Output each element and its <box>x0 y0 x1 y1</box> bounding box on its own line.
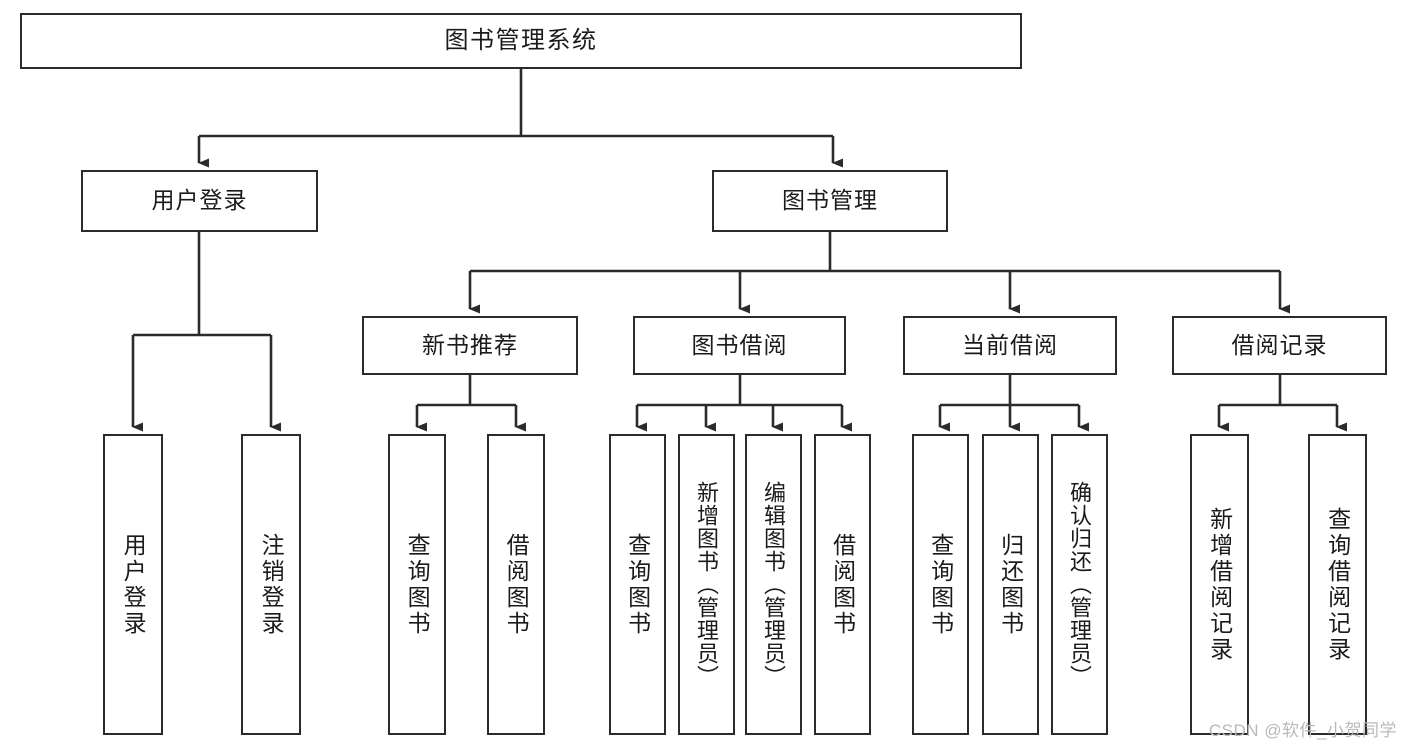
node-user-login-label: 用户登录 <box>151 187 248 214</box>
node-leaf-user-login[interactable]: 用户登录 <box>103 434 163 735</box>
node-leaf-borrow-book-1[interactable]: 借阅图书 <box>487 434 545 735</box>
node-leaf-query-book-3[interactable]: 查询图书 <box>912 434 969 735</box>
node-leaf-confirm-return-admin[interactable]: 确认归还（管理员） <box>1051 434 1108 735</box>
node-root-label: 图书管理系统 <box>444 26 598 54</box>
node-leaf-borrow-book-1-label: 借阅图书 <box>503 532 530 637</box>
node-current-borrow-label: 当前借阅 <box>962 331 1058 358</box>
node-leaf-query-book-3-label: 查询图书 <box>927 532 954 637</box>
node-leaf-query-book-1[interactable]: 查询图书 <box>388 434 446 735</box>
node-leaf-add-book-admin-label: 新增图书（管理员） <box>694 481 720 688</box>
node-leaf-query-book-1-label: 查询图书 <box>404 532 431 637</box>
node-borrow-record[interactable]: 借阅记录 <box>1172 316 1387 375</box>
node-leaf-user-login-label: 用户登录 <box>120 532 147 637</box>
node-current-borrow[interactable]: 当前借阅 <box>903 316 1117 375</box>
node-leaf-query-book-2[interactable]: 查询图书 <box>609 434 666 735</box>
node-leaf-query-borrow-record[interactable]: 查询借阅记录 <box>1308 434 1367 735</box>
node-leaf-logout-label: 注销登录 <box>258 532 285 637</box>
node-leaf-query-book-2-label: 查询图书 <box>624 532 651 637</box>
node-book-borrow-label: 图书借阅 <box>691 331 788 358</box>
node-leaf-return-book-label: 归还图书 <box>997 532 1024 637</box>
node-leaf-edit-book-admin[interactable]: 编辑图书（管理员） <box>745 434 802 735</box>
node-leaf-query-borrow-record-label: 查询借阅记录 <box>1324 506 1351 663</box>
node-leaf-borrow-book-2-label: 借阅图书 <box>829 532 856 637</box>
node-borrow-record-label: 借阅记录 <box>1231 331 1328 358</box>
node-new-book-rec-label: 新书推荐 <box>422 331 518 358</box>
node-book-manage-label: 图书管理 <box>782 187 878 214</box>
node-leaf-borrow-book-2[interactable]: 借阅图书 <box>814 434 871 735</box>
node-leaf-confirm-return-admin-label: 确认归还（管理员） <box>1067 481 1093 688</box>
node-root[interactable]: 图书管理系统 <box>20 13 1022 69</box>
node-new-book-rec[interactable]: 新书推荐 <box>362 316 578 375</box>
node-book-borrow[interactable]: 图书借阅 <box>633 316 846 375</box>
node-leaf-return-book[interactable]: 归还图书 <box>982 434 1039 735</box>
node-book-manage[interactable]: 图书管理 <box>712 170 948 232</box>
node-user-login[interactable]: 用户登录 <box>81 170 318 232</box>
node-leaf-logout[interactable]: 注销登录 <box>241 434 301 735</box>
node-leaf-add-book-admin[interactable]: 新增图书（管理员） <box>678 434 735 735</box>
csdn-watermark: CSDN @软件_小贺同学 <box>1208 721 1397 740</box>
node-leaf-add-borrow-record-label: 新增借阅记录 <box>1206 506 1233 663</box>
node-leaf-edit-book-admin-label: 编辑图书（管理员） <box>761 481 787 688</box>
node-leaf-add-borrow-record[interactable]: 新增借阅记录 <box>1190 434 1249 735</box>
